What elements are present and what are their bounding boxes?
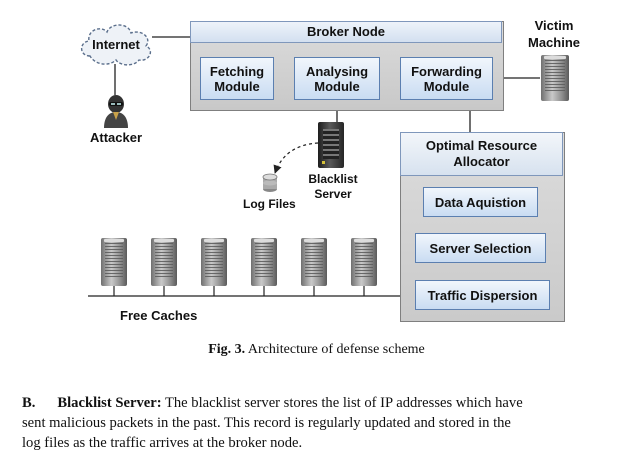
free-caches-label: Free Caches [120,308,198,323]
cache-server-icon [251,238,277,286]
section-line-2: sent malicious packets in the past. This… [22,415,511,431]
blacklist-section: B. Blacklist Server: The blacklist server… [22,393,620,453]
internet-cloud-icon [80,24,152,66]
blacklist-server-icon [318,122,344,168]
fetching-module: Fetching Module [200,57,274,100]
section-first-line: B. Blacklist Server: The blacklist server… [22,393,620,413]
server-selection-label: Server Selection [429,240,532,256]
section-marker: B. [22,395,36,411]
fetching-module-label: Fetching Module [209,63,265,94]
data-aquistion-box: Data Aquistion [423,187,538,217]
attacker-icon [104,95,128,128]
cache-server-icon [301,238,327,286]
traffic-dispersion-label: Traffic Dispersion [427,287,538,303]
log-files-icon [262,173,278,192]
forwarding-module: Forwarding Module [400,57,493,100]
broker-node-title: Broker Node [190,21,502,43]
blacklist-server-label: Blacklist Server [308,172,358,201]
attacker-label: Attacker [89,130,143,145]
cache-server-icon [351,238,377,286]
ora-title-label: Optimal Resource Allocator [425,138,538,169]
figure-caption: Fig. 3. Architecture of defense scheme [0,342,633,358]
blacklist-logfiles-arrow [273,142,319,174]
forwarding-module-label: Forwarding Module [411,63,482,94]
data-aquistion-label: Data Aquistion [434,194,527,210]
figure-caption-text: Architecture of defense scheme [247,342,425,357]
analysing-module: Analysing Module [294,57,380,100]
cache-server-icon [151,238,177,286]
section-line-1: The blacklist server stores the list of … [164,395,523,411]
victim-server-icon [541,55,569,101]
victim-machine-label: Victim Machine [527,18,580,50]
ora-title: Optimal Resource Allocator [400,132,563,176]
cache-server-icon [101,238,127,286]
server-selection-box: Server Selection [415,233,546,263]
traffic-dispersion-box: Traffic Dispersion [415,280,550,310]
internet-label: Internet [92,37,140,52]
section-line-3: log files as the traffic arrives at the … [22,435,303,451]
log-files-label: Log Files [243,197,296,211]
cache-server-icon [201,238,227,286]
analysing-module-label: Analysing Module [305,63,369,94]
section-heading: Blacklist Server: [57,395,162,411]
figure-caption-label: Fig. 3. [208,342,246,357]
